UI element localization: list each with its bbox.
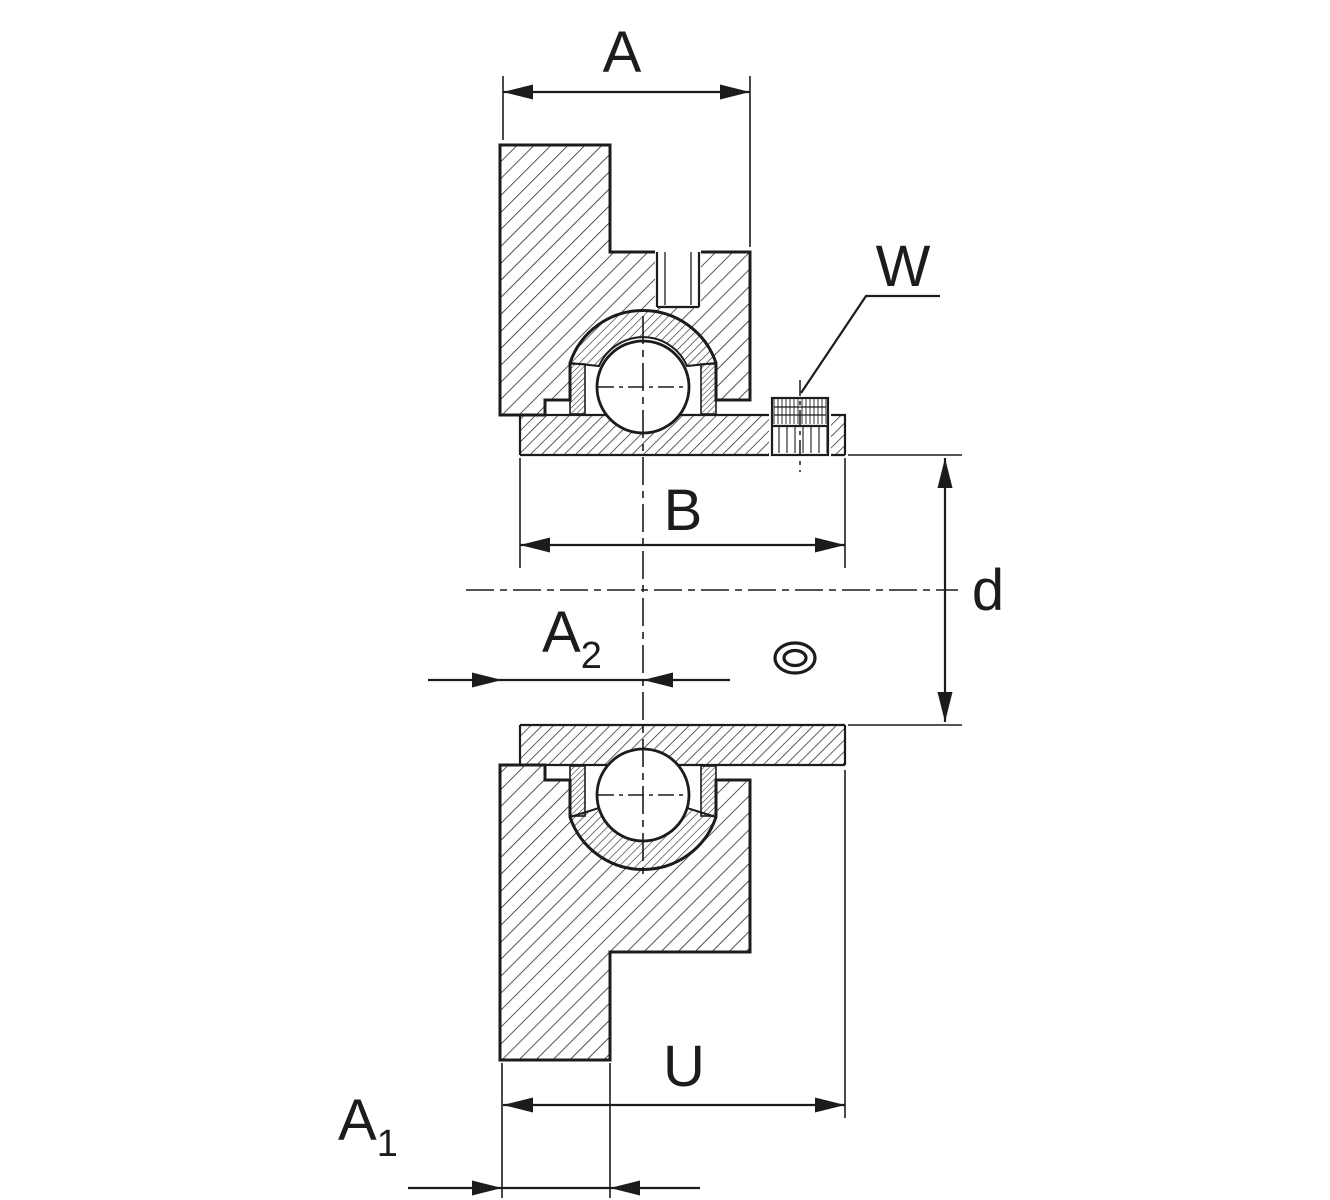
dim-label-W: W: [876, 234, 931, 299]
dim-label-B: B: [664, 478, 703, 543]
dim-label-d: d: [972, 558, 1004, 623]
dim-label-U: U: [663, 1034, 705, 1099]
dim-B: B: [519, 458, 846, 568]
seal-top-left: [569, 363, 586, 415]
dim-d: d: [848, 454, 1004, 726]
outer-ring-top: [568, 309, 718, 368]
dim-label-A: A: [603, 20, 642, 85]
seal-bottom-right: [700, 765, 717, 817]
leader-line-W: [800, 294, 940, 394]
seal-top-right: [700, 363, 717, 415]
locating-hole: [773, 641, 817, 675]
sleeve-bottom-edges: [518, 723, 847, 767]
dim-U: U: [501, 770, 846, 1198]
dim-A1: A1: [338, 1063, 700, 1198]
dim-A: A: [502, 20, 751, 247]
dim-A2: A2: [428, 600, 730, 688]
centerlines: [466, 316, 958, 874]
housing-section: [498, 143, 752, 1062]
lubrication-hole: [655, 249, 701, 309]
dim-label-A1: A1: [338, 1088, 398, 1165]
dimensions: A W B d A2: [338, 20, 1004, 1198]
seal-bottom-left: [569, 765, 586, 817]
dim-label-A2: A2: [542, 600, 602, 677]
sleeve-bottom-band: [520, 725, 845, 765]
dim-W: W: [800, 234, 940, 394]
